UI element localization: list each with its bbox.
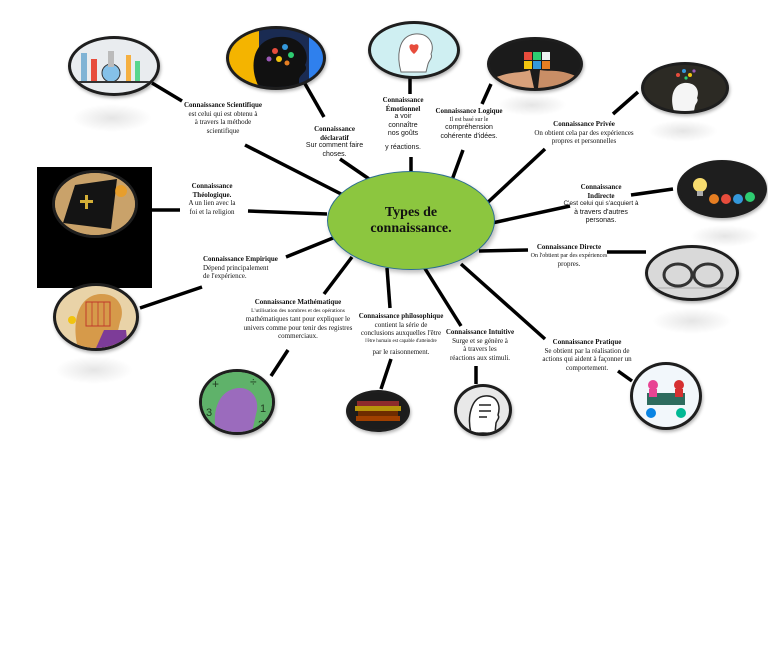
people-at-table-icon xyxy=(630,362,702,430)
node-pratique: Connaissance Pratique Se obtient par la … xyxy=(542,338,632,372)
lightbulb-crumpled-paper-icon xyxy=(677,160,767,218)
reflection-indirecte xyxy=(690,225,760,247)
connector-privee-icon xyxy=(611,90,640,116)
svg-text:3: 3 xyxy=(206,407,212,419)
connector-intuitive xyxy=(422,266,463,327)
node-emotionnel: Connaissance Émotionnel a voir connaître… xyxy=(382,96,424,151)
connector-logique xyxy=(450,149,465,181)
connector-scientifique-icon xyxy=(151,81,183,103)
stack-of-books-icon xyxy=(346,390,410,432)
reflection-logique xyxy=(497,94,567,116)
reflection-scientifique xyxy=(72,104,152,132)
reflection-empirique xyxy=(55,356,133,384)
rubiks-cube-hands-icon xyxy=(487,37,583,91)
center-node: Types de connaissance. xyxy=(327,171,495,270)
lab-equipment-icon xyxy=(68,36,160,96)
head-thoughts-icon xyxy=(641,62,729,114)
reflection-directe xyxy=(652,308,732,334)
node-logique: Connaissance Logique Il est basé sur le … xyxy=(435,107,503,140)
node-theologique: Connaissance Théologique. A un lien avec… xyxy=(188,182,236,216)
node-directe: Connaissance Directe On l'obtient par de… xyxy=(530,243,608,268)
svg-text:1: 1 xyxy=(260,403,266,415)
connector-scientifique xyxy=(244,143,346,198)
node-indirecte: Connaissance Indirecte C'est celui qui s… xyxy=(563,183,639,224)
node-intuitive: Connaissance Intuitive Surge et se génèr… xyxy=(445,328,515,362)
connector-privee xyxy=(483,147,547,207)
connector-mathematique xyxy=(322,255,354,296)
connector-empirique xyxy=(285,236,334,259)
node-empirique: Connaissance Empirique Dépend principale… xyxy=(203,255,278,280)
svg-text:÷: ÷ xyxy=(250,375,257,389)
connector-pratique-icon xyxy=(616,369,634,383)
connector-theologique xyxy=(247,209,328,216)
connector-indirecte-icon xyxy=(630,187,674,197)
holy-book-icon xyxy=(52,170,138,238)
node-declaratif: Connaissance déclaratif Sur comment fair… xyxy=(305,125,364,158)
center-title: Types de connaissance. xyxy=(370,204,452,236)
node-scientifique: Connaissance Scientifique est celui qui … xyxy=(184,101,262,135)
connector-philosophique-icon xyxy=(379,358,393,390)
connector-indirecte xyxy=(491,204,571,225)
connector-empirique-icon xyxy=(139,285,203,310)
glasses-on-book-icon xyxy=(645,245,739,301)
connector-directe xyxy=(478,248,529,253)
connector-philosophique xyxy=(385,267,392,309)
connector-pratique xyxy=(459,262,547,341)
node-mathematique: Connaissance Mathématique L'utilisation … xyxy=(243,298,353,340)
intuition-head-icon xyxy=(454,384,512,436)
heart-head-icon xyxy=(368,21,460,79)
connector-declaratif-icon xyxy=(302,81,326,118)
math-symbols-head-icon: + ÷ 3 1 2 xyxy=(199,369,275,435)
reflection-privee xyxy=(648,120,718,142)
node-privee: Connaissance Privée On obtient cela par … xyxy=(534,120,634,145)
svg-text:+: + xyxy=(212,377,219,391)
brain-silhouette-icon xyxy=(226,26,326,90)
connector-mathematique-icon xyxy=(269,349,290,377)
thinking-man-icon xyxy=(53,283,139,351)
node-philosophique: Connaissance philosophique contient la s… xyxy=(358,312,444,356)
connector-logique-icon xyxy=(480,83,493,105)
